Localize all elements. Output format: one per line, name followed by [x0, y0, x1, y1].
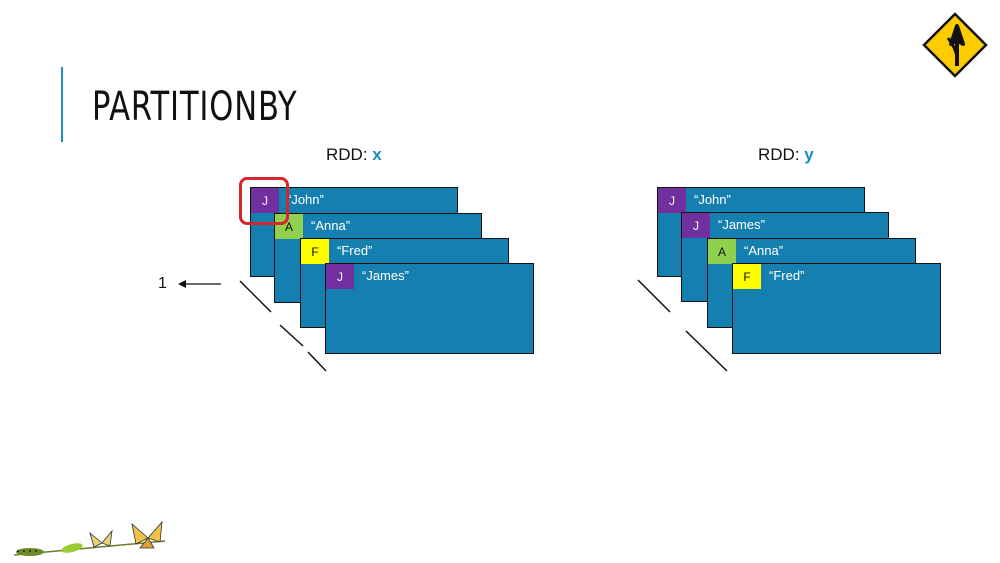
title-accent-bar — [61, 67, 63, 142]
partition-key-badge: F — [301, 239, 329, 264]
rdd-x-partition-4: J “James” — [325, 263, 534, 354]
partition-key-badge: F — [733, 264, 761, 289]
partition-value: “John” — [694, 192, 731, 207]
partition-key-badge: A — [708, 239, 736, 264]
partition-key-badge: J — [251, 188, 279, 213]
partition-index-label: 1 — [158, 275, 167, 292]
arrow-left-icon — [178, 280, 221, 288]
partition-value: “James” — [718, 217, 765, 232]
rdd-x-name: x — [372, 145, 382, 164]
partition-value: “John” — [287, 192, 324, 207]
partition-key-badge: J — [326, 264, 354, 289]
partition-value: “James” — [362, 268, 409, 283]
rdd-y-name: y — [804, 145, 814, 164]
partition-value: “Anna” — [744, 243, 784, 258]
partition-value: “Fred” — [769, 268, 805, 283]
rdd-y-label: RDD: y — [758, 145, 814, 165]
slide-title: PARTITIONBY — [92, 84, 298, 130]
partition-value: “Fred” — [337, 243, 373, 258]
partition-key-badge: J — [658, 188, 686, 213]
rdd-y-partition-4: F “Fred” — [732, 263, 941, 354]
butterfly-lifecycle-icon — [13, 520, 166, 556]
rdd-y-prefix: RDD: — [758, 145, 805, 164]
rdd-x-prefix: RDD: — [326, 145, 373, 164]
rdd-x-label: RDD: x — [326, 145, 382, 165]
partition-key-badge: J — [682, 213, 710, 238]
merge-sign-icon — [922, 12, 988, 78]
partition-value: “Anna” — [311, 218, 351, 233]
partition-key-badge: A — [275, 214, 303, 239]
highlight-box — [239, 177, 289, 225]
